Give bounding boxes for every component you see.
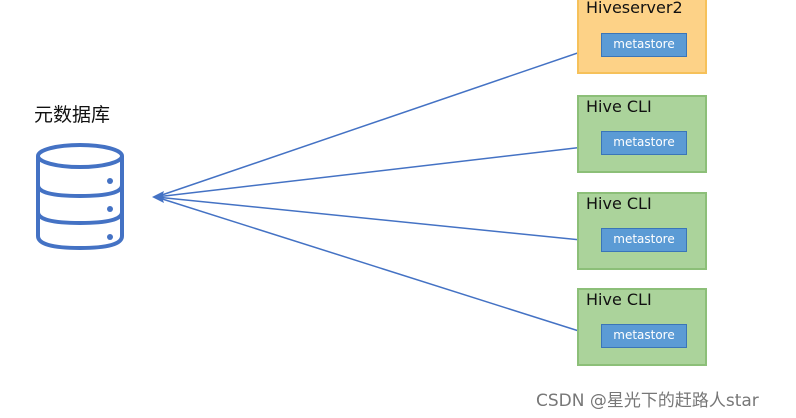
metastore-box: metastore (601, 131, 687, 155)
hive-cli-node: Hive CLI metastore (577, 192, 707, 270)
connector-line (155, 144, 602, 198)
metastore-box: metastore (601, 33, 687, 57)
connector-line (155, 196, 602, 243)
database-icon (36, 143, 124, 251)
hiveserver2-node: Hiveserver2 metastore (577, 0, 707, 74)
hive-cli-node: Hive CLI metastore (577, 95, 707, 173)
node-title: Hiveserver2 (586, 0, 683, 17)
node-title: Hive CLI (586, 97, 652, 116)
connector-line (155, 196, 602, 339)
metastore-box: metastore (601, 228, 687, 252)
node-title: Hive CLI (586, 194, 652, 213)
database-label: 元数据库 (34, 104, 111, 126)
metastore-box: metastore (601, 324, 687, 348)
hive-cli-node: Hive CLI metastore (577, 288, 707, 366)
connector-line (155, 44, 602, 198)
node-title: Hive CLI (586, 290, 652, 309)
watermark: CSDN @星光下的赶路人star (536, 391, 759, 411)
arrowhead (152, 191, 164, 203)
